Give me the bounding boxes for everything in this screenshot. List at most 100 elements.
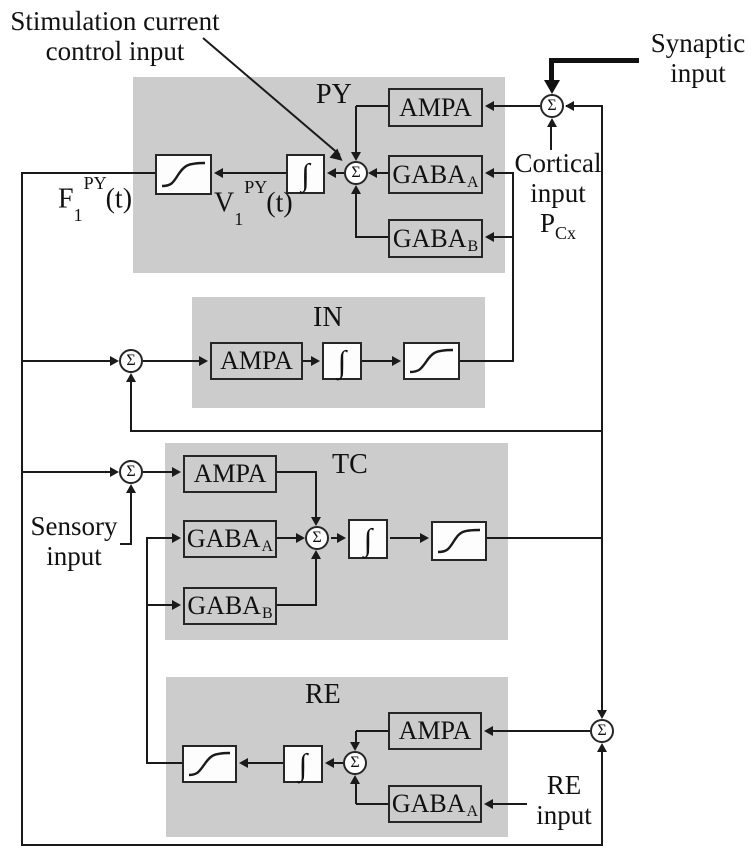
tc-integrator-box: ∫ xyxy=(348,519,388,559)
arrowhead-into-in-ampa xyxy=(199,356,208,366)
wire-py-sum-to-integrator xyxy=(334,172,344,174)
wire-py-gabab-out-h xyxy=(356,236,388,238)
wire-reinput-sum-to-ampa xyxy=(492,730,590,732)
wire-re-to-tc-gabaa xyxy=(148,537,174,539)
wire-in-sum-to-ampa xyxy=(143,360,201,362)
arrowhead-bottom-into-reinput-sum xyxy=(597,743,607,752)
arrowhead-bus-into-reinput-sum xyxy=(597,710,607,719)
arrowhead-into-in-integrator xyxy=(311,356,320,366)
stimulation-input-label: Stimulation current control input xyxy=(10,6,220,66)
wire-sensory-input-tick xyxy=(120,543,132,545)
wire-re-sigmoid-out xyxy=(148,762,182,764)
py-title: PY xyxy=(316,79,352,110)
in-title: IN xyxy=(313,302,343,333)
wire-in-sum-input xyxy=(22,360,112,362)
wire-py-ampa-out-h xyxy=(356,105,388,107)
wire-in-output-up-vertical xyxy=(512,174,514,362)
sum-junction-re-input: Σ xyxy=(590,719,614,743)
wire-tc-output-bus-vertical xyxy=(601,106,603,712)
wire-re-to-tc-gabab xyxy=(148,604,174,606)
cortical-input-label: Cortical input PCx xyxy=(514,148,602,243)
wire-re-gabaa-out-v xyxy=(355,783,357,804)
arrowhead-into-tc-integrator xyxy=(337,533,346,543)
wire-re-sum-bottom-vertical xyxy=(601,750,603,845)
wire-tc-to-in-feedback-v xyxy=(130,380,132,432)
wire-tc-gabab-out-v xyxy=(315,557,317,606)
wire-tc-sigmoid-out xyxy=(487,537,603,539)
py-membrane-potential-label: V1PY(t) xyxy=(214,177,293,229)
wire-tc-gabab-out-h xyxy=(277,604,317,606)
sum-junction-tc-membrane: Σ xyxy=(305,526,329,550)
arrowhead-tc-ampa-into-sum xyxy=(311,517,321,526)
tc-title: TC xyxy=(332,449,368,480)
wire-py-output-left xyxy=(22,172,156,174)
wire-py-sum-input-right xyxy=(566,105,603,107)
arrowhead-into-re-integrator xyxy=(325,758,334,768)
wire-tc-sum-input xyxy=(22,471,112,473)
sum-junction-re-membrane: Σ xyxy=(343,751,367,775)
arrowhead-re-into-tc-gabab xyxy=(172,600,181,610)
wire-in-integrator-to-sigmoid xyxy=(362,360,394,362)
re-sigmoid-box xyxy=(182,745,237,783)
arrowhead-into-in-sum-left xyxy=(110,356,119,366)
wire-re-gabaa-out-h xyxy=(356,803,388,805)
wire-tc-integrator-to-sigmoid xyxy=(390,537,422,539)
wire-in-sigmoid-out xyxy=(460,360,514,362)
arrowhead-tc-gabaa-into-sum xyxy=(296,533,305,543)
wire-py-integrator-to-sigmoid xyxy=(222,172,286,174)
arrowhead-into-re-ampa xyxy=(484,726,493,736)
wire-py-gabab-out-v xyxy=(355,192,357,238)
wire-re-external-input xyxy=(492,803,527,805)
wire-synaptic-input-v xyxy=(549,58,554,83)
arrowhead-re-gabaa-into-sum xyxy=(350,775,360,784)
wire-pyinput-sum-to-ampa xyxy=(488,105,540,107)
sigmoid-icon xyxy=(157,156,210,193)
wire-tc-ampa-out-v xyxy=(315,472,317,519)
wire-tc-gabaa-to-sum xyxy=(277,537,298,539)
py-firing-rate-label: F1PY(t) xyxy=(58,173,133,225)
arrowhead-into-py-sigmoid xyxy=(214,168,223,178)
in-sigmoid-box xyxy=(403,342,460,380)
py-sigmoid-box xyxy=(155,154,212,195)
sum-junction-py-membrane: Σ xyxy=(344,161,368,185)
wire-tc-ampa-out-h xyxy=(277,471,317,473)
wire-tc-sum-to-integrator xyxy=(331,537,339,539)
py-ampa-box: AMPA xyxy=(388,88,483,127)
wire-re-ampa-out-v xyxy=(355,731,357,743)
sum-junction-py-input: Σ xyxy=(540,94,564,118)
arrowhead-tc-gabab-into-sum xyxy=(311,550,321,559)
in-ampa-box: AMPA xyxy=(210,342,303,380)
wire-tc-to-in-feedback-h xyxy=(130,430,603,432)
arrowhead-into-py-ampa xyxy=(485,101,494,111)
wire-re-sum-to-integrator xyxy=(332,762,343,764)
arrowhead-py-ampa-into-sum xyxy=(351,152,361,161)
arrowhead-reinput-into-gabaa xyxy=(484,799,493,809)
wire-re-feedback-vertical xyxy=(146,537,148,764)
re-title: RE xyxy=(305,679,341,710)
arrowhead-synaptic-into-sum xyxy=(544,80,560,94)
synaptic-input-label: Synaptic input xyxy=(650,28,746,88)
wire-cortical-input-vertical xyxy=(550,124,552,150)
arrowhead-sensory-into-tc-sum xyxy=(126,484,136,493)
wire-py-ampa-out-v xyxy=(355,106,357,154)
arrowhead-in-into-py-gabaa xyxy=(485,168,494,178)
arrowhead-py-gabab-into-sum xyxy=(351,185,361,194)
wire-re-ampa-out-h xyxy=(356,730,388,732)
arrowhead-cortical-into-sum xyxy=(547,118,557,127)
tc-sigmoid-box xyxy=(431,521,487,561)
wire-re-integrator-to-sigmoid xyxy=(246,762,283,764)
wire-in-to-py-gabab xyxy=(488,236,514,238)
sensory-input-label: Sensory input xyxy=(30,511,118,571)
sigmoid-icon xyxy=(184,747,235,781)
wire-left-feedback-vertical xyxy=(21,172,23,846)
arrowhead-re-ampa-into-sum xyxy=(350,742,360,751)
arrowhead-into-in-sigmoid xyxy=(392,356,401,366)
sigmoid-icon xyxy=(433,523,485,559)
py-integrator-box: ∫ xyxy=(286,154,325,194)
arrowhead-into-in-sum-bottom xyxy=(126,373,136,382)
arrowhead-bus-into-pyinput-sum xyxy=(565,101,574,111)
